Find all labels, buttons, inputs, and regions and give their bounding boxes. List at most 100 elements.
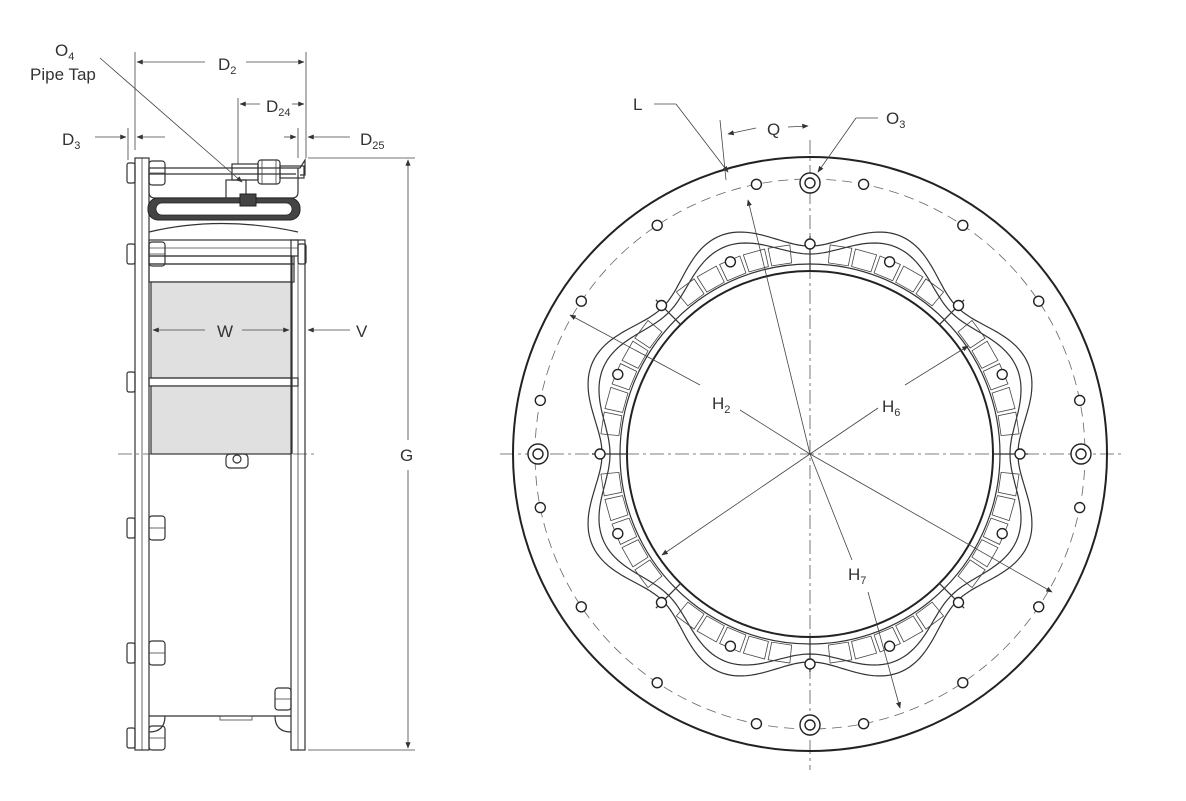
rim-hole: [957, 677, 969, 689]
shoe-cell: [957, 559, 986, 589]
rim-hole: [651, 219, 663, 232]
rim-hole: [750, 718, 763, 730]
rim-hole: [1032, 601, 1045, 613]
rim-hole: [1073, 501, 1086, 514]
rim-hole: [857, 178, 870, 191]
lug-hole: [1014, 448, 1026, 460]
shoe-cell: [915, 601, 945, 630]
label-h2: H2: [712, 394, 730, 416]
shoe-cell: [957, 319, 986, 349]
label-l: L: [633, 95, 642, 114]
shoe-cell: [767, 641, 793, 664]
rim-hole: [534, 501, 546, 514]
shoe-cell: [621, 340, 649, 369]
label-o4: O4: [55, 41, 74, 63]
rim-hole: [857, 718, 870, 730]
label-d25: D25: [360, 130, 385, 152]
label-h7: H7: [848, 565, 866, 587]
shoe-cell: [696, 615, 725, 643]
label-pipe-tap: Pipe Tap: [30, 65, 96, 84]
shoe-cell: [873, 255, 901, 282]
shoe-cell: [827, 244, 853, 267]
label-d3: D3: [62, 130, 80, 152]
shoe-cell: [675, 278, 705, 307]
large-holes: [527, 172, 1092, 736]
lug-hole: [724, 256, 737, 268]
lug-hole: [952, 299, 965, 312]
shoe-cell: [767, 244, 793, 267]
outer-rim: [512, 156, 1108, 752]
shoe-cell: [991, 495, 1016, 522]
shoe-cell: [719, 255, 747, 282]
dimension-labels: O4 Pipe Tap D2 D24 D3 D25 W V G L Q O3 H…: [30, 41, 905, 587]
shoe-cell: [604, 495, 629, 522]
shoe-cell: [600, 411, 623, 437]
lug-hole: [883, 256, 896, 268]
shoe-cell: [675, 601, 705, 630]
lug-hole: [883, 640, 896, 652]
rim-hole: [575, 601, 587, 613]
shoe-cell: [604, 386, 629, 413]
lug-hole: [996, 527, 1008, 540]
lug-holes: [594, 238, 1026, 670]
middle-band: [148, 377, 299, 387]
shoe-cell: [742, 635, 769, 660]
lug-hole: [804, 658, 816, 670]
rim-hole: [1032, 295, 1045, 307]
rim-mounting-holes: [534, 178, 1086, 730]
shoe-cell: [600, 471, 623, 497]
center-nut: [225, 453, 249, 469]
label-w: W: [217, 322, 233, 341]
lug-hole: [996, 368, 1008, 381]
lug-hole: [724, 640, 737, 652]
shoe-cell: [915, 278, 945, 307]
shoe-cell: [611, 517, 638, 545]
shoe-cell: [827, 641, 853, 664]
rim-hole: [957, 219, 969, 232]
flange-bolts: [126, 160, 307, 751]
shoe-cell: [611, 363, 638, 391]
rim-hole: [651, 677, 663, 689]
friction-shoe-cells: [592, 236, 1028, 672]
shoe-cell: [997, 471, 1020, 497]
shoe-cell: [982, 517, 1009, 545]
lug-hole: [655, 299, 668, 312]
shoe-cell: [634, 319, 663, 349]
lug-hole: [952, 596, 965, 609]
shoe-cell: [991, 386, 1016, 413]
shoe-cell: [895, 615, 924, 643]
side-view: [95, 52, 415, 751]
label-o3: O3: [886, 109, 905, 131]
lug-hole: [655, 596, 668, 609]
shoe-cell: [851, 248, 878, 273]
pipe-tap-fitting: [225, 159, 305, 207]
drum-arc: [148, 222, 299, 233]
lug-hole: [804, 238, 816, 250]
shoe-cell: [971, 539, 999, 568]
label-d24: D24: [266, 97, 291, 119]
shoe-cell: [719, 626, 747, 653]
shoe-cell: [696, 265, 725, 293]
label-d2: D2: [218, 55, 236, 77]
label-h6: H6: [882, 397, 900, 419]
shoe-cell: [634, 559, 663, 589]
shoe-cell: [982, 363, 1009, 391]
lug-hole: [612, 368, 624, 381]
shoe-cell: [851, 635, 878, 660]
rim-hole: [1073, 394, 1086, 407]
shoe-cell: [621, 539, 649, 568]
rim-hole: [575, 295, 587, 307]
front-view: [500, 103, 1125, 770]
rim-hole: [534, 394, 546, 407]
shoe-carrier: [148, 263, 295, 283]
label-q: Q: [767, 120, 780, 139]
label-v: V: [356, 322, 368, 341]
rim-hole: [750, 178, 763, 191]
shoe-cell: [971, 340, 999, 369]
shoe-cell: [895, 265, 924, 293]
label-g: G: [400, 446, 413, 465]
shoe-cell: [742, 248, 769, 273]
shoe-cell: [997, 411, 1020, 437]
lug-hole: [594, 448, 606, 460]
